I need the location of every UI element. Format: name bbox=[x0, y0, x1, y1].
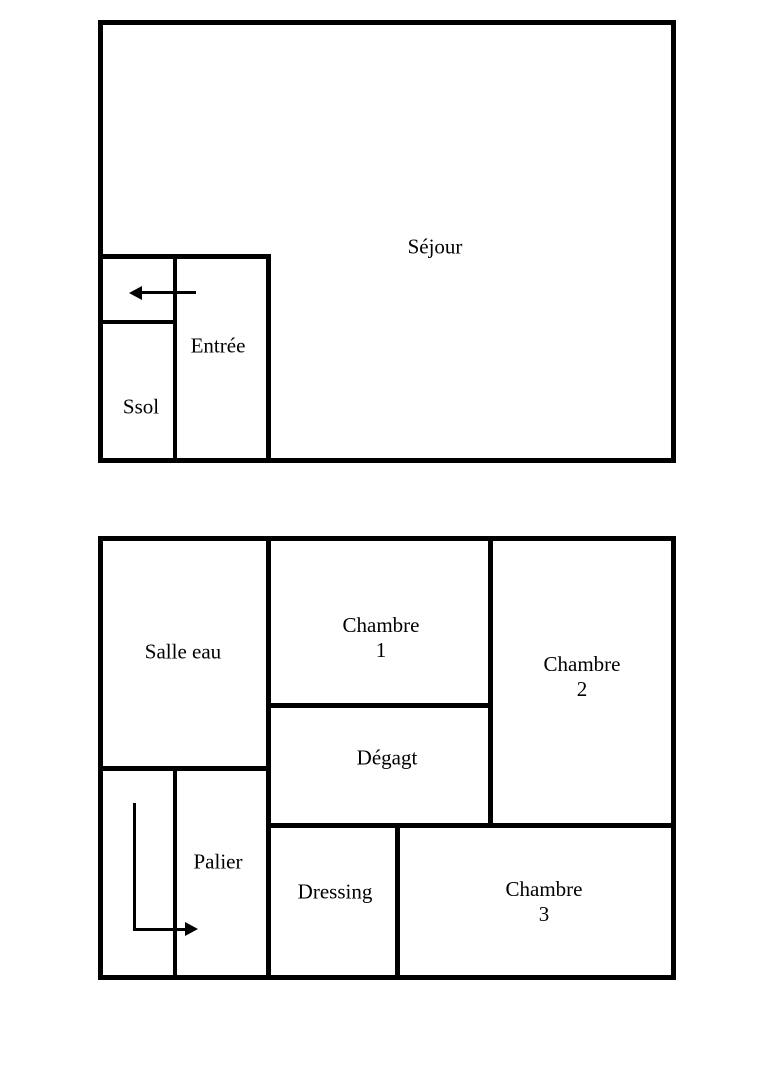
room-label-dressing: Dressing bbox=[298, 880, 373, 905]
wall bbox=[266, 541, 271, 975]
room-label-chambre-2: Chambre 2 bbox=[544, 652, 621, 702]
room-label-sejour: Séjour bbox=[408, 235, 463, 260]
room-label-text: Chambre bbox=[342, 613, 420, 637]
room-label-chambre-1: Chambre 1 bbox=[343, 613, 420, 663]
room-label-ssol: Ssol bbox=[123, 395, 159, 420]
room-label-number: 2 bbox=[576, 677, 588, 701]
wall bbox=[488, 541, 493, 828]
wall bbox=[173, 768, 177, 975]
room-label-text: Dégagt bbox=[356, 745, 418, 770]
stair-arrow-right-icon bbox=[185, 922, 198, 936]
room-label-text: Séjour bbox=[407, 234, 463, 259]
stair-arrow-shaft bbox=[142, 291, 196, 294]
room-label-text: Chambre bbox=[505, 877, 583, 901]
floor-plan-bottom: Salle eau Chambre 1 Chambre 2 Dégagt Pal… bbox=[98, 536, 676, 980]
room-label-salle-eau: Salle eau bbox=[145, 640, 221, 665]
wall bbox=[266, 254, 271, 458]
room-label-text: Salle eau bbox=[144, 639, 222, 664]
room-label-number: 3 bbox=[538, 902, 550, 926]
room-label-text: Ssol bbox=[122, 394, 160, 419]
room-label-text: Palier bbox=[193, 849, 243, 874]
floor-plan-top: Séjour Entrée Ssol bbox=[98, 20, 676, 463]
stair-arrow-shaft bbox=[133, 928, 185, 931]
stair-arrow-left-icon bbox=[129, 286, 142, 300]
room-label-text: Dressing bbox=[297, 879, 373, 904]
room-label-number: 1 bbox=[375, 638, 387, 662]
room-label-text: Chambre bbox=[543, 652, 621, 676]
wall bbox=[103, 320, 177, 324]
room-label-palier: Palier bbox=[194, 850, 243, 875]
wall bbox=[103, 254, 271, 259]
wall bbox=[103, 766, 271, 771]
stair-arrow-shaft bbox=[133, 803, 136, 931]
wall bbox=[266, 703, 493, 708]
wall bbox=[173, 254, 177, 458]
room-label-text: Entrée bbox=[190, 333, 246, 358]
room-label-degagt: Dégagt bbox=[357, 746, 418, 771]
wall bbox=[395, 825, 400, 975]
wall bbox=[266, 823, 671, 828]
room-label-entree: Entrée bbox=[191, 334, 246, 359]
room-label-chambre-3: Chambre 3 bbox=[506, 877, 583, 927]
